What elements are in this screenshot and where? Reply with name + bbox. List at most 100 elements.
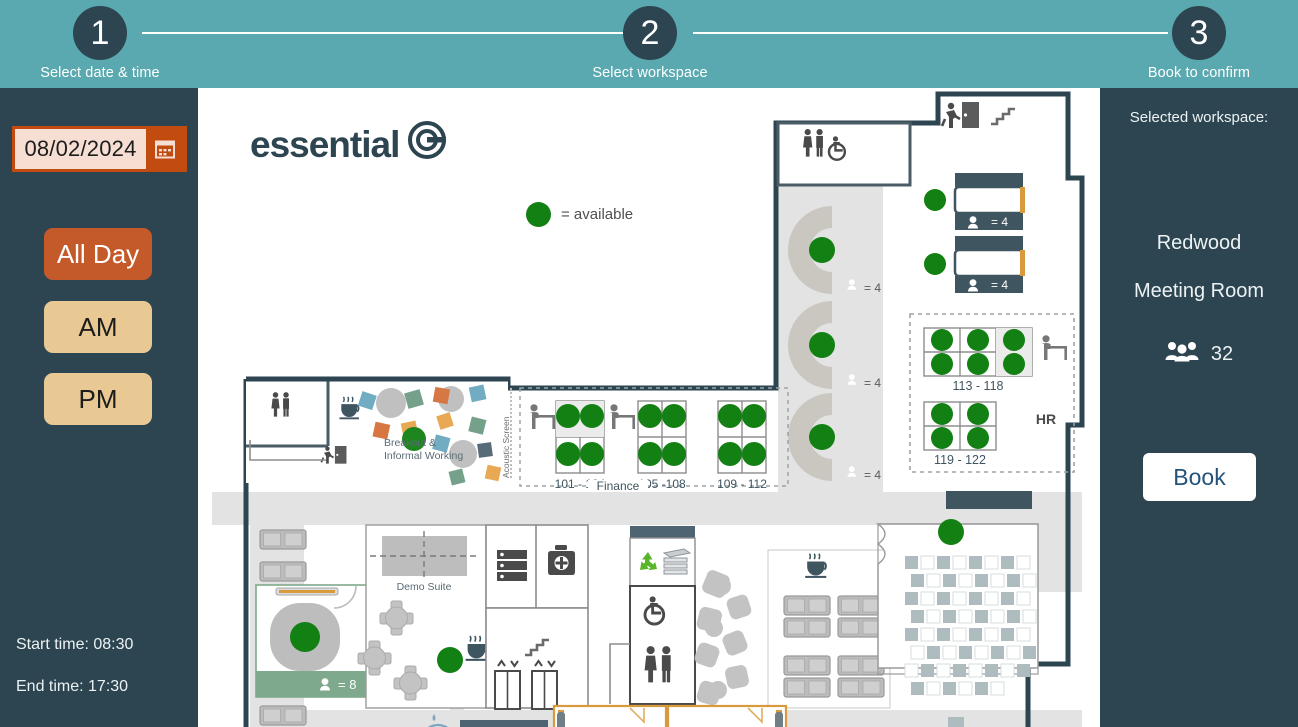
step-2-number: 2 [623, 6, 677, 60]
legend-label: = available [561, 206, 634, 223]
workspace-capacity: 32 [1100, 340, 1298, 368]
curved-pods[interactable]: = 4 = 4 = 4 [788, 206, 881, 482]
service-core [485, 524, 589, 710]
sofa [783, 617, 831, 638]
fire-exit-icon [320, 446, 347, 464]
svg-text:113 - 118: 113 - 118 [953, 379, 1004, 393]
start-time-label: Start time: 08:30 [16, 636, 134, 653]
calendar-icon[interactable] [146, 129, 184, 169]
breakout-label-line2: Informal Working [384, 450, 463, 462]
orange-meeting-room-2[interactable]: = 10 [666, 704, 788, 727]
svg-text:Acoustic Screen: Acoustic Screen [501, 416, 511, 478]
sofa [783, 595, 831, 616]
hr-zone-label: HR [1036, 411, 1056, 427]
floor-plan-drawing[interactable]: = 4 = 4 = 4 [198, 88, 1100, 727]
workspace-capacity-value: 32 [1210, 342, 1234, 365]
sofa [837, 677, 885, 698]
desk-group-101-104: 101 - 104 [529, 400, 635, 491]
date-picker[interactable]: 08/02/2024 [12, 126, 187, 172]
all-day-button[interactable]: All Day [44, 228, 152, 280]
book-button[interactable]: Book [1143, 453, 1256, 501]
workspace-name: Redwood [1156, 232, 1242, 254]
hr-cabinet [946, 491, 1032, 509]
stairs-icon [989, 107, 1017, 126]
availability-legend: = available [526, 202, 633, 227]
logo-text: essential [250, 123, 400, 165]
step-3[interactable]: 3 Book to confirm [1099, 6, 1298, 81]
hr-zone[interactable]: 113 - 118 119 - 122 HR [909, 313, 1075, 509]
recycle-icon [640, 552, 657, 571]
server-icon [497, 550, 527, 581]
step-1[interactable]: 1 Select date & time [0, 6, 200, 81]
selected-workspace-sidebar: Selected workspace: Redwood Meeting Room… [1100, 88, 1298, 727]
svg-text:109 - 112: 109 - 112 [717, 477, 767, 491]
svg-text:= 4: = 4 [991, 215, 1008, 229]
reception-area: Reception [427, 714, 548, 727]
sofa [259, 529, 307, 550]
status-dot-available [809, 424, 835, 450]
workspace-type: Meeting Room [1133, 280, 1265, 302]
floor-plan[interactable]: essential = available [198, 88, 1100, 727]
date-input[interactable]: 08/02/2024 [15, 129, 146, 169]
sofa [783, 677, 831, 698]
left-lounge[interactable]: = 8 [255, 529, 377, 727]
sofa [837, 595, 885, 616]
pod-room-1[interactable]: = 4 [924, 173, 1025, 230]
fire-exit-stairs [940, 102, 1017, 128]
status-dot-available [809, 237, 835, 263]
svg-text:105 -108: 105 -108 [638, 477, 686, 491]
pod-room-2[interactable]: = 4 [924, 236, 1025, 293]
finance-zone[interactable]: 101 - 104 105 -108 109 - 112 [519, 387, 789, 493]
sofa [837, 617, 885, 638]
demo-suite-zone[interactable]: Demo Suite [357, 524, 489, 709]
accessible-icon [643, 596, 666, 626]
lift-icon [531, 659, 558, 710]
fire-exit-icon [940, 102, 979, 128]
selected-workspace-label: Selected workspace: [1129, 109, 1269, 126]
breakout-zone[interactable]: Breakout & Informal Working [246, 379, 508, 486]
desk-group-119-122: 119 - 122 [923, 401, 997, 467]
status-dot-available [924, 253, 946, 275]
paper-stack-icon [662, 548, 692, 575]
reception-desk [460, 720, 548, 727]
end-time-label: End time: 17:30 [16, 678, 129, 695]
toilets-top [776, 121, 912, 187]
step-1-number: 1 [73, 6, 127, 60]
sofa [259, 705, 307, 726]
status-dot-available [924, 189, 946, 211]
redwood-auditorium[interactable]: = 32 [875, 519, 1039, 727]
orange-meeting-room-1[interactable]: = 10 [552, 704, 668, 727]
svg-text:= 4: = 4 [864, 376, 881, 390]
essential-logo-icon [407, 120, 447, 169]
desk-group-109-112: 109 - 112 [717, 400, 767, 491]
auditorium-seating [904, 555, 1037, 696]
step-3-number: 3 [1172, 6, 1226, 60]
am-button[interactable]: AM [44, 301, 152, 353]
recycling-wc-block [609, 526, 696, 705]
status-dot-available [437, 647, 463, 673]
demo-suite-label: Demo Suite [397, 581, 452, 593]
finance-zone-label: Finance [597, 479, 640, 493]
step-1-label: Select date & time [40, 65, 160, 81]
green-dot-icon [526, 202, 551, 227]
pm-button[interactable]: PM [44, 373, 152, 425]
sofa [259, 561, 307, 582]
progress-stepper: 1 Select date & time 2 Select workspace … [0, 0, 1298, 88]
status-dot-available [402, 427, 426, 451]
sofa [783, 655, 831, 676]
stepper-line-2-3 [693, 32, 1168, 34]
breakout-furniture [357, 384, 502, 486]
step-2-label: Select workspace [592, 65, 708, 81]
sofa [837, 655, 885, 676]
people-group-icon [1165, 340, 1199, 368]
date-time-sidebar: 08/02/2024 All Day AM PM Start time: 08:… [0, 88, 198, 727]
step-2[interactable]: 2 Select workspace [550, 6, 750, 81]
accessible-icon [827, 136, 847, 161]
stepper-line-1-2 [142, 32, 647, 34]
desk-group-105-108: 105 -108 [637, 400, 687, 491]
desk-group-113-118: 113 - 118 [923, 327, 1067, 393]
status-dot-available [938, 519, 964, 545]
first-aid-icon [548, 545, 575, 575]
handwash-icon [427, 714, 449, 727]
